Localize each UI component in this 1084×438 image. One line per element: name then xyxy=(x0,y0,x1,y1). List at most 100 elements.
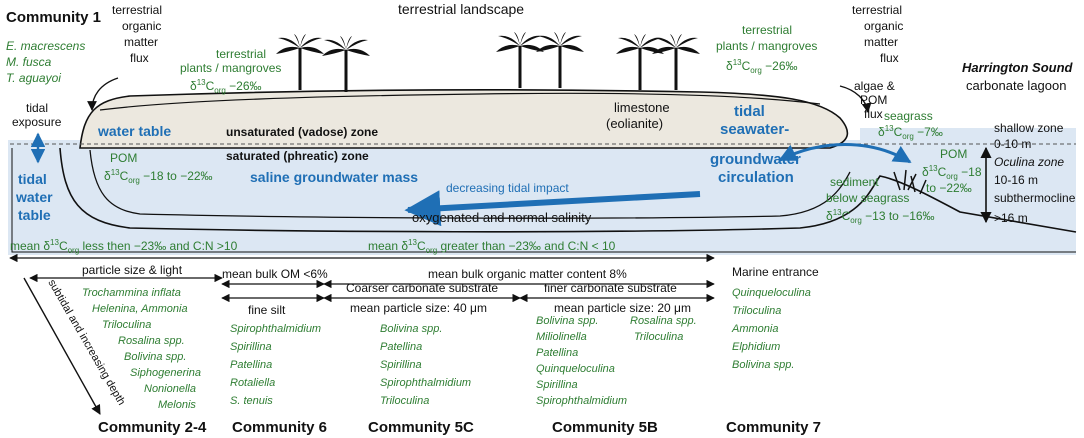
harrington-label: Harrington Sound xyxy=(962,60,1074,75)
terr-flux-left-3: matter xyxy=(124,35,158,49)
coarser-label: Coarser carbonate substrate xyxy=(346,281,498,295)
c7-sp-3: Elphidium xyxy=(732,341,780,353)
sediment-2: below seagrass xyxy=(826,191,909,205)
pom-right-val2: to −22‰ xyxy=(926,181,972,195)
community-5c: Community 5C xyxy=(368,419,474,436)
particle-label: particle size & light xyxy=(82,263,183,277)
tidal-wt-1: tidal xyxy=(18,171,47,187)
plants-right-1: terrestrial xyxy=(742,23,792,37)
tidal-wt-3: table xyxy=(18,207,51,223)
pom-right-val1: δ13Corg −18 xyxy=(922,164,982,181)
decreasing-label: decreasing tidal impact xyxy=(446,181,569,195)
tidal-exposure-1: tidal xyxy=(26,101,48,115)
outer-bottom xyxy=(11,148,1076,253)
c5b-sp2-0: Rosalina spp. xyxy=(630,315,697,327)
oxygenated-label: oxygenated and normal salinity xyxy=(412,210,592,225)
community-5b: Community 5B xyxy=(552,419,658,436)
plants-right-2: plants / mangroves xyxy=(716,39,817,53)
lens-boundary xyxy=(59,147,1077,233)
c24-sp-6: Nonionella xyxy=(144,383,196,395)
community-1-title: Community 1 xyxy=(6,9,101,26)
tidal-circ-1: tidal xyxy=(734,103,765,120)
tidal-exposure-2: exposure xyxy=(12,115,62,129)
fine-silt-label: fine silt xyxy=(248,303,286,317)
zone-4: 10-16 m xyxy=(994,173,1038,187)
subtidal-arrow xyxy=(23,277,101,415)
c24-sp-4: Bolivina spp. xyxy=(124,351,186,363)
c5b-sp-5: Spirophthalmidium xyxy=(536,395,627,407)
flux-arrow-right xyxy=(839,85,872,113)
c7-sp-1: Triloculina xyxy=(732,305,781,317)
zone-2: 0-10 m xyxy=(994,137,1031,151)
water-table-label: water table xyxy=(97,123,171,139)
c7-sp-2: Ammonia xyxy=(731,323,778,335)
c7-sp-4: Bolivina spp. xyxy=(732,359,794,371)
zone-1: shallow zone xyxy=(994,121,1064,135)
c24-sp-5: Siphogenerina xyxy=(130,367,201,379)
terr-flux-right-4: flux xyxy=(880,51,899,65)
zone-6: >16 m xyxy=(994,211,1028,225)
c7-sp-0: Quinqueloculina xyxy=(732,287,811,299)
c5b-sp-2: Patellina xyxy=(536,347,578,359)
tidal-circ-2: seawater- xyxy=(720,121,789,138)
c5b-sp-3: Quinqueloculina xyxy=(536,363,615,375)
bulk8-label: mean bulk organic matter content 8% xyxy=(428,267,627,281)
ps20-label: mean particle size: 20 μm xyxy=(554,301,691,315)
terr-flux-left-1: terrestrial xyxy=(112,3,162,17)
inner-boundary xyxy=(89,149,851,219)
c1-species-1: E. macrescens xyxy=(6,39,85,53)
decreasing-arrow xyxy=(404,190,701,227)
seagrass-glyph xyxy=(893,169,927,195)
flux-arrow-left xyxy=(87,77,119,111)
c6-sp-3: Rotaliella xyxy=(230,377,275,389)
c1-species-3: T. aguayoi xyxy=(6,71,61,85)
algae-1: algae & xyxy=(854,79,895,93)
c24-sp-3: Rosalina spp. xyxy=(118,335,185,347)
terr-flux-left-4: flux xyxy=(130,51,149,65)
seagrass-label: seagrass xyxy=(884,109,933,123)
pom-left-val: δ13Corg −18 to −22‰ xyxy=(104,168,213,185)
c6-sp-2: Patellina xyxy=(230,359,272,371)
community-7: Community 7 xyxy=(726,419,821,436)
marine-entrance: Marine entrance xyxy=(732,265,819,279)
pom-right: POM xyxy=(940,147,967,161)
c24-sp-1: Helenina, Ammonia xyxy=(92,303,188,315)
terr-flux-left-2: organic xyxy=(122,19,161,33)
terr-flux-right-2: organic xyxy=(864,19,903,33)
c5c-sp-3: Spirophthalmidium xyxy=(380,377,471,389)
zone-5: subthermocline xyxy=(994,191,1076,205)
mean-left: mean δ13Corg less then −23‰ and C:N >10 xyxy=(10,238,238,255)
sediment-val: δ13Corg −13 to −16‰ xyxy=(826,208,935,225)
c5c-sp-0: Bolivina spp. xyxy=(380,323,442,335)
pom-left: POM xyxy=(110,151,137,165)
landscape-label: terrestrial landscape xyxy=(398,1,524,17)
tidal-wt-2: water xyxy=(15,189,53,205)
algae-2: POM xyxy=(860,93,887,107)
c5c-sp-1: Patellina xyxy=(380,341,422,353)
c5b-sp-0: Bolivina spp. xyxy=(536,315,598,327)
seagrass-val: δ13Corg −7‰ xyxy=(878,124,943,141)
saline-label: saline groundwater mass xyxy=(250,169,418,185)
c1-species-2: M. fusca xyxy=(6,55,52,69)
limestone-1: limestone xyxy=(614,100,670,115)
c6-sp-0: Spirophthalmidium xyxy=(230,323,321,335)
algae-3: flux xyxy=(864,107,883,121)
community-6: Community 6 xyxy=(232,419,327,436)
tidal-circ-4: circulation xyxy=(718,169,794,186)
c6-sp-1: Spirillina xyxy=(230,341,272,353)
limestone-island xyxy=(79,89,849,149)
c6-sp-4: S. tenuis xyxy=(230,395,273,407)
c5b-sp-1: Miliolinella xyxy=(536,331,587,343)
bulk6-label: mean bulk OM <6% xyxy=(222,267,328,281)
unsaturated-label: unsaturated (vadose) zone xyxy=(226,125,378,139)
plants-left-2: plants / mangroves xyxy=(180,61,281,75)
circulation-arrow xyxy=(778,143,912,164)
tidal-circ-3: groundwater xyxy=(710,151,801,168)
saturated-label: saturated (phreatic) zone xyxy=(226,149,369,163)
c24-sp-2: Triloculina xyxy=(102,319,151,331)
c24-sp-7: Melonis xyxy=(158,399,196,411)
finer-label: finer carbonate substrate xyxy=(544,281,677,295)
c5c-sp-4: Triloculina xyxy=(380,395,429,407)
terr-flux-right-3: matter xyxy=(864,35,898,49)
